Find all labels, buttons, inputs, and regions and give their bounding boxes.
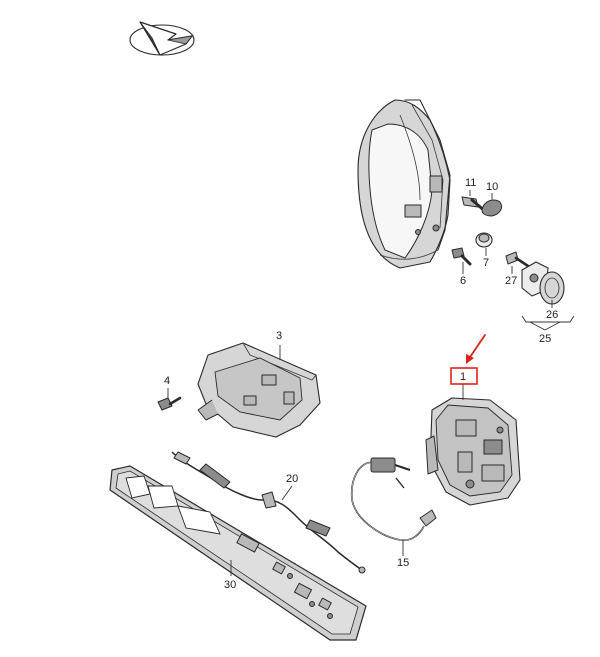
label-part-20: 20 [286, 473, 298, 485]
label-part-30: 30 [224, 579, 236, 591]
label-part-25: 25 [539, 333, 551, 345]
cable-part-20 [171, 451, 366, 574]
label-part-1: 1 [460, 371, 466, 383]
label-part-11: 11 [465, 177, 476, 189]
label-part-7: 7 [483, 257, 489, 269]
label-part-26: 26 [546, 309, 558, 321]
highlight-marker [450, 334, 486, 385]
label-part-27: 27 [505, 275, 517, 287]
cap-part-10 [481, 193, 503, 217]
cable-part-15 [350, 457, 437, 556]
cover-part-26 [539, 271, 565, 308]
label-part-6: 6 [460, 275, 466, 287]
label-part-4: 4 [164, 375, 170, 387]
orientation-arrow-icon [129, 21, 195, 56]
bolt-part-6 [451, 247, 472, 274]
label-part-15: 15 [397, 557, 409, 569]
grommet-part-7 [475, 232, 493, 256]
bracket-part-3 [197, 342, 321, 438]
screw-part-4 [157, 388, 182, 411]
group-bracket-25 [521, 315, 575, 331]
trim-panel-part-30 [109, 465, 367, 641]
lock-actuator-part-1 [425, 384, 521, 506]
door-frame-illustration [357, 99, 451, 269]
label-part-3: 3 [276, 330, 282, 342]
label-part-10: 10 [486, 181, 498, 193]
screw-part-27 [505, 251, 530, 274]
